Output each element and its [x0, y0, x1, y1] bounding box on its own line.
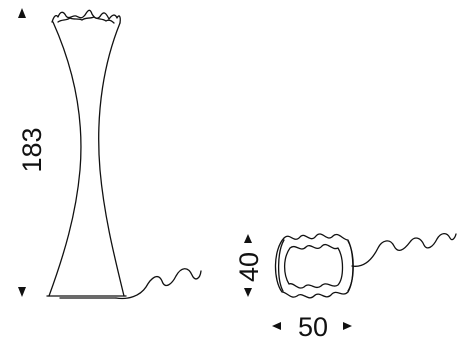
arrow-up-icon — [18, 8, 26, 18]
tall-lamp-height-dimension: 183 — [17, 8, 47, 297]
arrow-down-icon — [244, 288, 252, 297]
small-lamp-left-rim — [277, 239, 285, 292]
arrow-right-icon — [343, 322, 352, 330]
tall-lamp-left-edge — [48, 21, 82, 297]
arrow-left-icon — [272, 322, 281, 330]
tall-lamp-height-label: 183 — [17, 127, 47, 172]
arrow-up-icon — [244, 234, 252, 243]
tall-lamp-right-edge — [98, 22, 125, 297]
tall-lamp-crown-inner — [57, 16, 115, 24]
tall-lamp — [46, 9, 202, 300]
small-lamp-height-label: 40 — [234, 252, 264, 282]
small-lamp-width-label: 50 — [298, 312, 328, 342]
small-lamp-width-dimension: 50 — [272, 312, 352, 342]
tall-lamp-power-cord — [115, 268, 202, 300]
small-lamp-height-dimension: 40 — [234, 234, 264, 297]
small-lamp-outer-body — [274, 233, 354, 299]
small-lamp-power-cord — [351, 232, 457, 267]
arrow-down-icon — [18, 287, 26, 297]
small-lamp-inner-body — [283, 243, 344, 289]
tall-lamp-crown — [51, 9, 121, 24]
small-lamp — [274, 232, 457, 299]
